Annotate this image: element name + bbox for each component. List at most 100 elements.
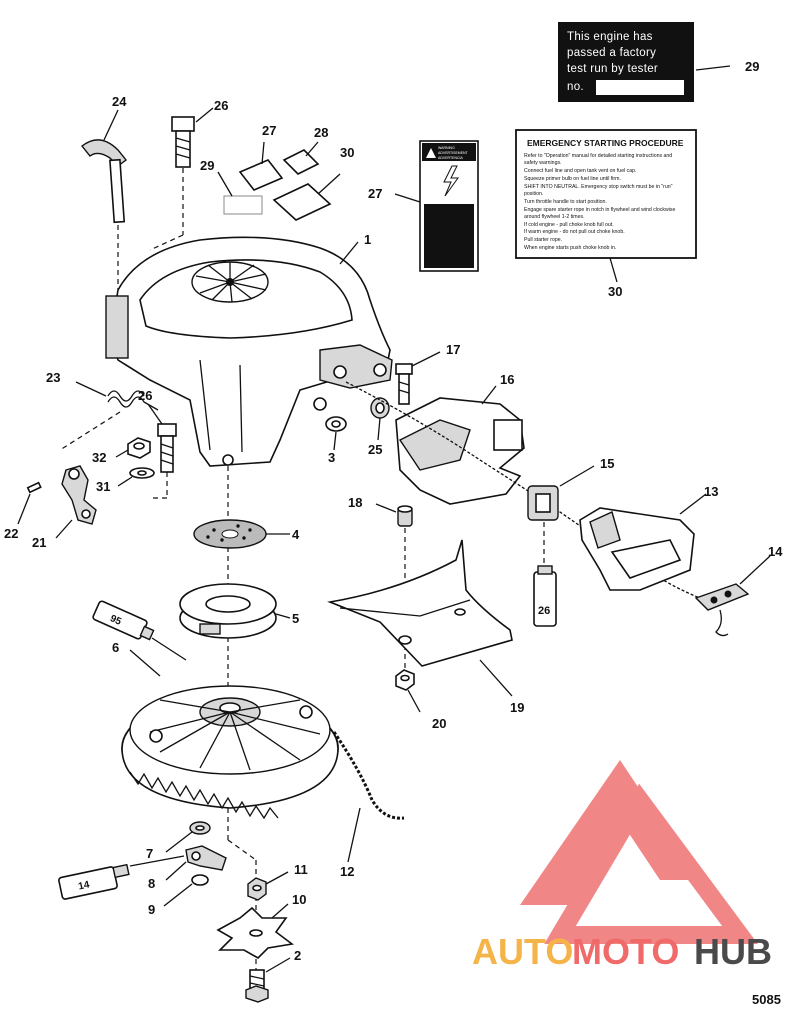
callout-23: 23: [46, 370, 60, 385]
decal-warning: WARNING ADVERTISEMENT ADVERTENCIA: [419, 140, 479, 272]
procedure-line: Refer to "Operation" manual for detailed…: [524, 153, 672, 159]
leader-26-top: [195, 107, 214, 123]
procedure-line: Pull starter rope.: [524, 237, 562, 243]
part-32-nut: [127, 437, 151, 459]
callout-29-top: 29: [745, 59, 759, 74]
part-24-lever: [81, 139, 127, 224]
part-tube-26: 26: [533, 565, 557, 627]
part-tube-14: 14: [58, 863, 130, 900]
pulley-teeth: [129, 771, 279, 820]
part-19-plate: [327, 539, 513, 667]
callout-3: 3: [328, 450, 335, 465]
callout-5: 5: [292, 611, 299, 626]
part-23-spring: [107, 390, 159, 411]
part-2-bolt: [245, 969, 269, 1003]
decal-28-small: [282, 149, 320, 175]
watermark-triangle-right: [544, 783, 758, 944]
watermark-moto: MOTO: [572, 931, 679, 972]
leader-30: [317, 173, 341, 195]
leader-22: [17, 493, 31, 525]
part-25-bushing: [370, 397, 390, 419]
leader-8: [165, 861, 187, 881]
leader-7: [165, 831, 193, 853]
part-22-pin: [26, 481, 42, 494]
decal-test-run-number-box: [596, 80, 684, 95]
decal-set-small: [223, 149, 332, 221]
housing-grille: [191, 261, 269, 303]
callout-16: 16: [500, 372, 514, 387]
leader-11: [265, 871, 289, 885]
part-tube-95: 95: [92, 600, 155, 641]
leader-26-mid: [147, 403, 163, 425]
leader-21: [55, 519, 73, 539]
decal-27-small: [238, 159, 284, 191]
leader-14-tube: [129, 855, 185, 867]
callout-30: 30: [340, 145, 354, 160]
part-17-screw: [395, 363, 413, 405]
warning-triangle-icon: [426, 148, 436, 158]
callout-10: 10: [292, 892, 306, 907]
part-1-starter-housing: [105, 236, 393, 467]
leader-29-top: [695, 65, 731, 71]
callout-6: 6: [112, 640, 119, 655]
callout-27-right: 27: [368, 186, 382, 201]
callout-14: 14: [768, 544, 783, 559]
leader-29: [217, 171, 233, 197]
watermark-wordmark: AUTO MOTO HUB: [472, 931, 772, 972]
decal-test-run: This engine has passed a factory test ru…: [558, 22, 694, 102]
leader-6: [129, 649, 161, 677]
callout-2: 2: [294, 948, 301, 963]
assembly-line-lower-a: [227, 839, 257, 861]
callout-7: 7: [146, 846, 153, 861]
leader-24: [103, 109, 119, 141]
part-10-drive-plate: [216, 906, 294, 959]
callout-4: 4: [292, 527, 300, 542]
part-11-nut: [247, 877, 267, 901]
procedure-title: EMERGENCY STARTING PROCEDURE: [527, 138, 684, 148]
callout-25: 25: [368, 442, 382, 457]
lightning-bolt-icon: [443, 165, 459, 197]
part-9-retainer: [191, 874, 209, 886]
decal-29-small: [223, 195, 263, 215]
leader-27-right: [394, 193, 421, 203]
callout-32: 32: [92, 450, 106, 465]
leader-5: [275, 613, 291, 619]
watermark-triangle-left: [520, 760, 700, 905]
leader-25: [377, 417, 381, 441]
decal-warning-header-3: ADVERTENCIA: [438, 156, 463, 160]
part-26-screw-top: [171, 116, 195, 168]
procedure-line: safety warnings.: [524, 160, 561, 166]
tube-26-label: 26: [538, 605, 550, 617]
procedure-line: When engine starts push choke knob in.: [524, 245, 616, 251]
leader-15: [559, 465, 595, 487]
leader-16: [481, 385, 497, 405]
procedure-lines: Refer to "Operation" manual for detailed…: [524, 153, 675, 251]
callout-19: 19: [510, 700, 524, 715]
leader-27: [261, 141, 265, 165]
callout-26-top: 26: [214, 98, 228, 113]
part-18-bushing: [397, 505, 413, 527]
callout-24: 24: [112, 94, 127, 109]
procedure-line: Turn throttle handle to start position.: [524, 199, 607, 205]
part-5-spring-housing: [179, 583, 277, 639]
part-4-friction-disc: [193, 519, 267, 549]
callout-8: 8: [148, 876, 155, 891]
callout-11: 11: [294, 862, 308, 877]
leader-10: [271, 903, 289, 919]
procedure-line: If cold engine - pull choke knob full ou…: [524, 222, 614, 228]
leader-95: [151, 637, 187, 661]
part-20-nut: [395, 669, 415, 691]
callout-22: 22: [4, 526, 18, 541]
procedure-line: If warm engine - do not pull out choke k…: [524, 229, 625, 235]
procedure-line: around flywheel 1-2 times.: [524, 214, 585, 220]
decal-30-small: [272, 183, 332, 221]
callout-31: 31: [96, 479, 110, 494]
leader-23: [75, 381, 107, 397]
leader-12: [347, 807, 361, 863]
callout-30-right: 30: [608, 284, 622, 299]
callout-18: 18: [348, 495, 362, 510]
watermark-logo: [520, 760, 758, 944]
callout-26-mid: 26: [138, 388, 152, 403]
tube-14-label: 14: [77, 879, 91, 892]
decal-warning-header-2: ADVERTISEMENT: [438, 151, 469, 155]
